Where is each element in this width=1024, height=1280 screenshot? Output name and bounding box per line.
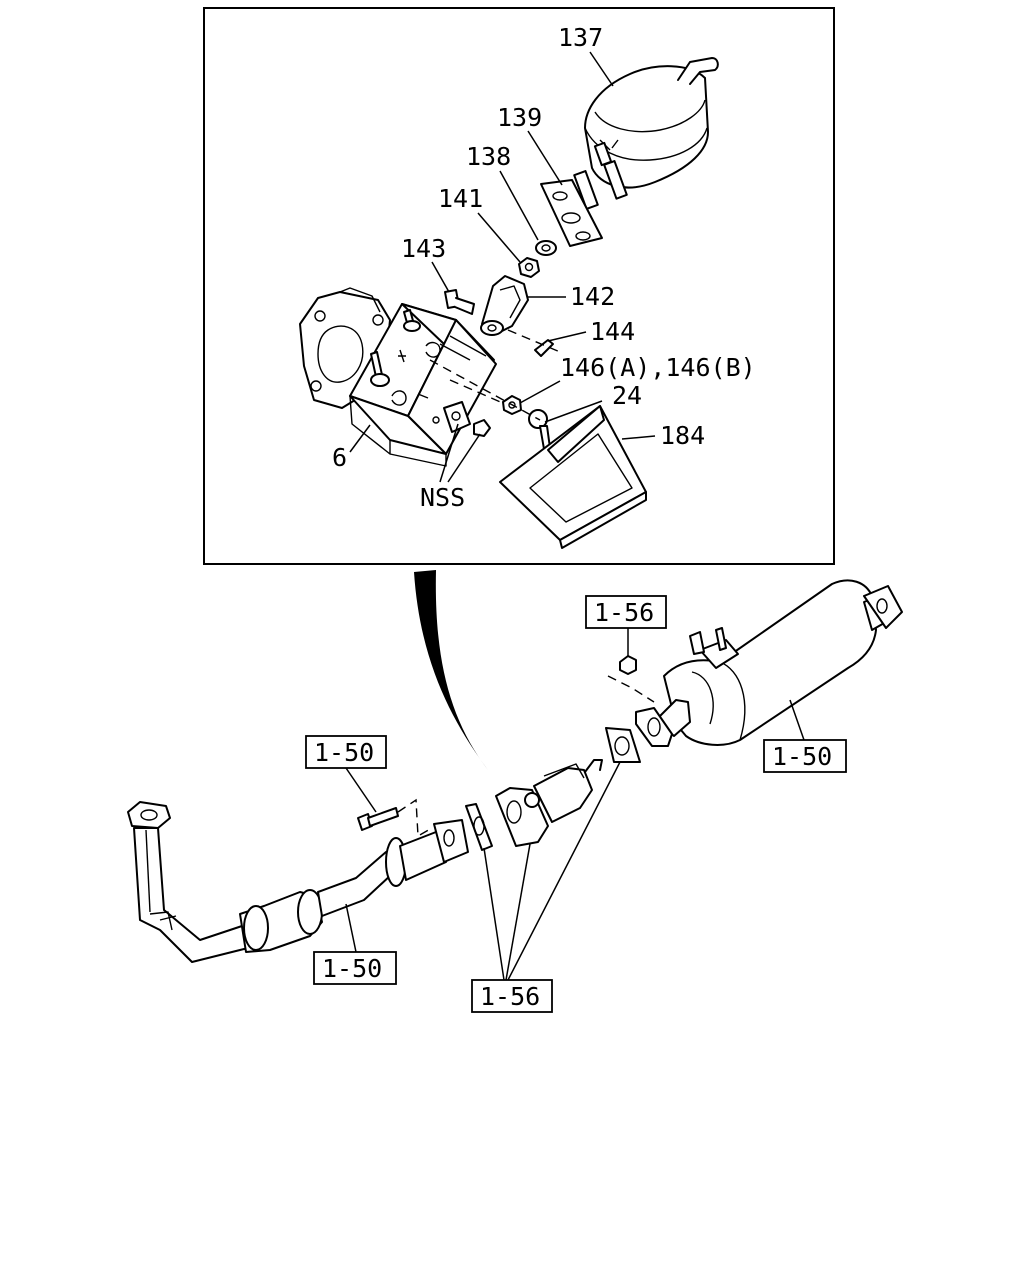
ref-1-56-bottom: 1-56 xyxy=(480,982,540,1011)
ref-1-50-bottom: 1-50 xyxy=(322,954,382,983)
label-142: 142 xyxy=(570,282,615,311)
ref-1-50-left: 1-50 xyxy=(314,738,374,767)
front-exhaust-pipe xyxy=(127,801,469,963)
ref-1-50-right: 1-50 xyxy=(772,742,832,771)
part-137-chamber xyxy=(573,57,719,210)
ref-box-1-56-bottom xyxy=(471,979,553,1013)
label-137: 137 xyxy=(558,23,603,52)
muffler xyxy=(635,579,903,747)
ref-box-1-56-top xyxy=(585,595,667,629)
rear-gasket xyxy=(605,727,641,763)
ref-1-56-top: 1-56 xyxy=(594,598,654,627)
part-139-gasket xyxy=(540,179,603,247)
flange-bolt xyxy=(357,807,399,831)
detail-callout-wedge xyxy=(414,570,488,770)
ref-box-1-50-right xyxy=(763,739,847,773)
label-146: 146(A),146(B) xyxy=(560,353,756,382)
detail-inset-frame xyxy=(203,7,835,565)
part-6-valve-body xyxy=(299,287,497,467)
part-184-cover xyxy=(499,405,647,549)
label-6: 6 xyxy=(332,443,347,472)
label-144: 144 xyxy=(590,317,635,346)
label-184: 184 xyxy=(660,421,705,450)
part-24-pin xyxy=(528,409,551,450)
label-141: 141 xyxy=(438,184,483,213)
front-gasket xyxy=(465,803,493,851)
label-143: 143 xyxy=(401,234,446,263)
part-143-bolt xyxy=(444,289,475,315)
part-142-lever xyxy=(480,275,529,336)
label-138: 138 xyxy=(466,142,511,171)
exhaust-brake-valve xyxy=(495,759,603,847)
label-139: 139 xyxy=(497,103,542,132)
label-24: 24 xyxy=(612,381,642,410)
part-138-washer xyxy=(535,240,557,256)
label-nss: NSS xyxy=(420,483,465,512)
part-141-nut xyxy=(518,257,540,278)
part-144-pin xyxy=(534,339,554,357)
muffler-nut xyxy=(619,655,637,675)
ref-box-1-50-bottom xyxy=(313,951,397,985)
